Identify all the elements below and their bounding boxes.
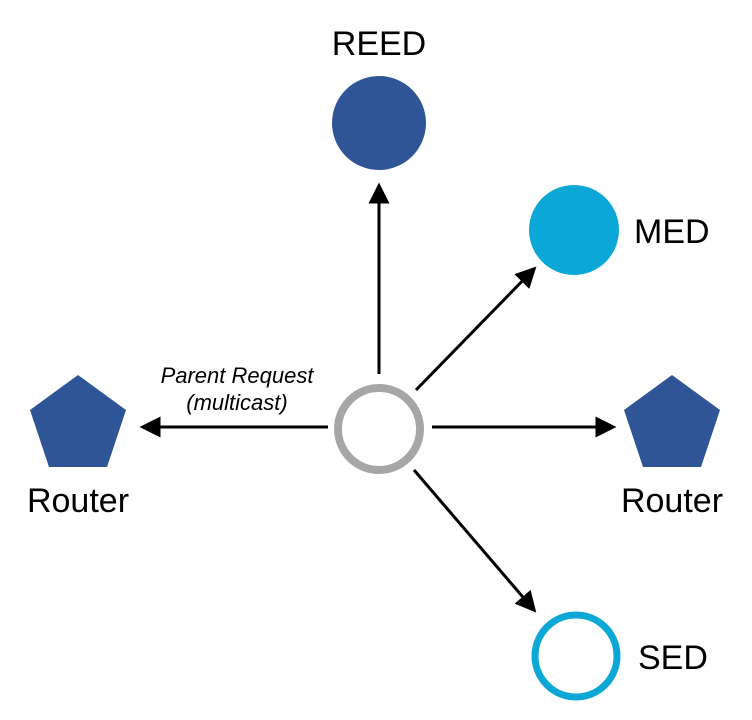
med-label: MED xyxy=(634,213,710,251)
edge-label-line2: (multicast) xyxy=(186,390,287,415)
reed-circle-icon[interactable] xyxy=(332,76,426,170)
node-router-left[interactable]: Router xyxy=(27,375,129,520)
router-left-label: Router xyxy=(27,482,129,520)
edge-to-med xyxy=(414,266,537,392)
node-reed[interactable]: REED xyxy=(332,25,426,170)
router-left-pentagon-icon[interactable] xyxy=(30,375,126,467)
node-med[interactable]: MED xyxy=(529,185,710,275)
node-router-right[interactable]: Router xyxy=(621,375,723,520)
router-right-label: Router xyxy=(621,482,723,520)
edge-label-line1: Parent Request xyxy=(161,363,315,388)
edge-to-sed xyxy=(412,469,537,613)
edge-label-parent-request: Parent Request (multicast) xyxy=(161,363,315,415)
edges-group xyxy=(139,182,617,613)
sed-circle-icon[interactable] xyxy=(531,611,621,701)
med-circle-icon[interactable] xyxy=(529,185,619,275)
sed-label: SED xyxy=(638,639,708,677)
joining-device-circle-icon[interactable] xyxy=(334,384,424,474)
node-joining-device[interactable] xyxy=(334,384,424,474)
reed-label: REED xyxy=(332,25,426,63)
router-right-pentagon-icon[interactable] xyxy=(624,375,720,467)
node-sed[interactable]: SED xyxy=(531,611,708,701)
